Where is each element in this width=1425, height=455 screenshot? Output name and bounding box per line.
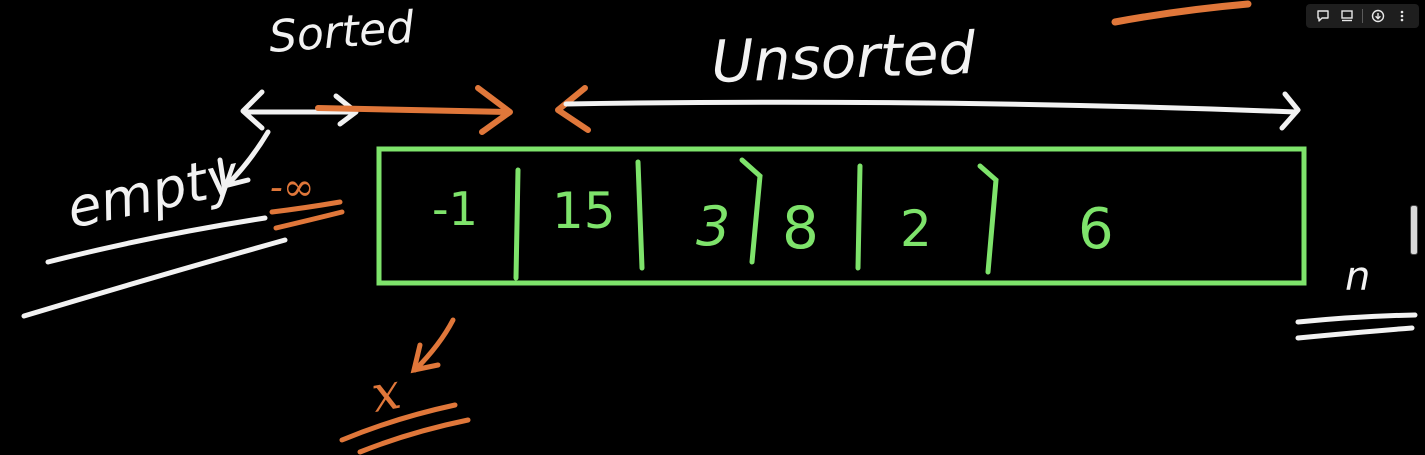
empty-pointer-arrow — [217, 129, 271, 190]
n-underline — [1295, 312, 1418, 341]
array-cell-0: -1 — [432, 182, 478, 236]
boundary-arrow-orange — [315, 85, 591, 135]
n-label: n — [1345, 254, 1370, 300]
x-label: x — [367, 362, 405, 424]
array-cell-2: 3 — [696, 195, 730, 258]
array-cell-3: 8 — [782, 194, 819, 262]
notes-icon[interactable] — [1336, 5, 1358, 27]
negative-infinity-underline — [269, 199, 345, 231]
download-icon[interactable] — [1367, 5, 1389, 27]
empty-underline — [21, 215, 288, 319]
more-vertical-icon[interactable] — [1391, 5, 1413, 27]
array-box — [376, 146, 1307, 286]
vertical-scrollbar-thumb[interactable] — [1410, 205, 1418, 255]
array-dividers — [513, 157, 999, 281]
toolbar-separator — [1362, 9, 1363, 23]
x-pointer-arrow — [410, 317, 456, 374]
unsorted-label: Unsorted — [710, 19, 977, 96]
array-cell-5: 6 — [1078, 197, 1114, 262]
negative-infinity-label: -∞ — [270, 165, 315, 209]
comment-icon[interactable] — [1312, 5, 1334, 27]
x-underline — [339, 402, 471, 455]
sorted-label: Sorted — [267, 2, 416, 63]
unsorted-arrow — [563, 91, 1301, 131]
viewer-toolbar — [1306, 4, 1419, 28]
array-cell-4: 2 — [900, 200, 932, 258]
array-cell-1: 15 — [552, 182, 616, 240]
orange-stroke-top — [1111, 0, 1252, 26]
sorted-arrow — [240, 89, 359, 131]
